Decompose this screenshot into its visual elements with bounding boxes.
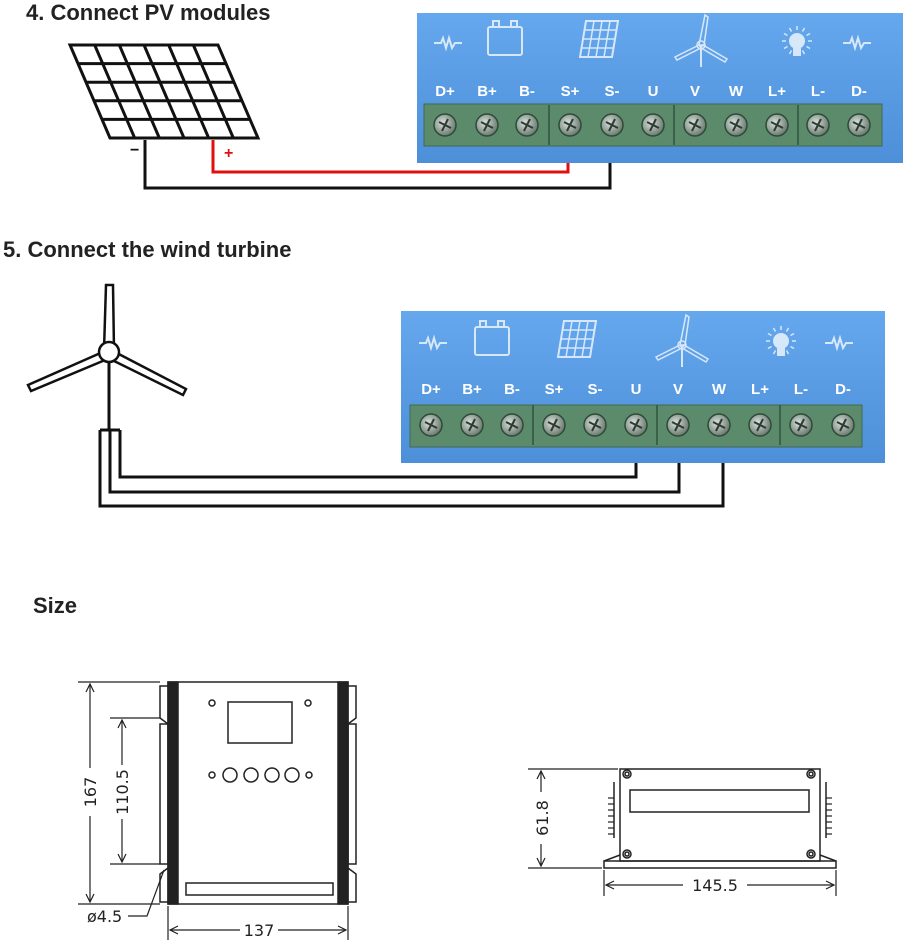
solar-panel-icon — [578, 20, 620, 58]
light-bulb-icon — [766, 326, 796, 356]
terminal-label: W — [729, 83, 744, 100]
dim-width: 137 — [244, 921, 275, 940]
terminal-screw — [460, 413, 484, 437]
terminal-screw — [683, 113, 707, 137]
controller-panel-wind: D+ B+ B- S+ S- U V W L+ L- D- — [401, 311, 885, 463]
terminal-screw — [765, 113, 789, 137]
terminal-label: D- — [851, 83, 867, 100]
terminal-screw — [583, 413, 607, 437]
controller-panel-pv: D+ B+ B- S+ S- U V W L+ L- D- — [417, 13, 903, 163]
terminal-screw — [641, 113, 665, 137]
wind-turbine-icon — [26, 283, 188, 430]
pv-plus-sign: + — [224, 145, 233, 162]
terminal-label: S- — [588, 381, 603, 398]
terminal-screw — [748, 413, 772, 437]
pv-section-heading: 4. Connect PV modules — [26, 0, 271, 25]
size-section-heading: Size — [33, 593, 78, 618]
dim-length: 145.5 — [692, 876, 738, 895]
terminal-screw — [419, 413, 443, 437]
terminal-screw — [724, 113, 748, 137]
terminal-screw — [789, 413, 813, 437]
wind-section-heading: 5. Connect the wind turbine — [3, 237, 292, 262]
terminal-screw — [707, 413, 731, 437]
resistor-icon — [825, 334, 853, 352]
battery-icon — [487, 20, 523, 56]
terminal-label: B- — [519, 83, 535, 100]
terminal-label: V — [673, 381, 683, 398]
pv-minus-sign: − — [130, 142, 139, 159]
wind-turbine-icon — [673, 13, 729, 67]
light-bulb-icon — [782, 26, 812, 56]
dim-inner-height: 110.5 — [113, 769, 132, 815]
front-view-dimensions — [78, 681, 349, 940]
battery-icon — [474, 320, 510, 356]
resistor-icon — [843, 34, 871, 52]
terminal-screw — [542, 413, 566, 437]
terminal-screw — [515, 113, 539, 137]
pv-negative-wire — [143, 140, 612, 190]
terminal-screw — [666, 413, 690, 437]
terminal-screw — [558, 113, 582, 137]
resistor-icon — [434, 34, 462, 52]
terminal-label: B+ — [462, 381, 482, 398]
resistor-icon — [419, 334, 447, 352]
terminal-label: S- — [605, 83, 620, 100]
side-view-drawing — [603, 768, 837, 869]
terminal-screw — [624, 413, 648, 437]
terminal-screw — [831, 413, 855, 437]
terminal-label: B+ — [477, 83, 497, 100]
terminal-label: U — [648, 83, 659, 100]
terminal-screw — [847, 113, 871, 137]
terminal-label: W — [712, 381, 727, 398]
solar-panel-icon — [556, 320, 598, 358]
terminal-label: S+ — [561, 83, 580, 100]
terminal-screw — [500, 413, 524, 437]
dim-height: 167 — [81, 777, 100, 808]
dim-depth: 61.8 — [533, 800, 552, 836]
terminal-label: L+ — [751, 381, 769, 398]
terminal-screw — [806, 113, 830, 137]
solar-panel-icon — [67, 43, 261, 140]
terminal-screw — [475, 113, 499, 137]
terminal-label: D+ — [435, 83, 455, 100]
front-view-drawing — [159, 681, 357, 905]
terminal-label: S+ — [545, 381, 564, 398]
terminal-screw — [600, 113, 624, 137]
terminal-label: B- — [504, 381, 520, 398]
dim-hole: ø4.5 — [87, 907, 122, 926]
terminal-label: V — [690, 83, 700, 100]
terminal-screw — [433, 113, 457, 137]
terminal-label: L- — [794, 381, 808, 398]
terminal-label: D+ — [421, 381, 441, 398]
terminal-label: D- — [835, 381, 851, 398]
terminal-label: L+ — [768, 83, 786, 100]
wind-wire-w — [98, 430, 725, 508]
terminal-label: L- — [811, 83, 825, 100]
wind-turbine-icon — [654, 313, 710, 367]
terminal-label: U — [631, 381, 642, 398]
